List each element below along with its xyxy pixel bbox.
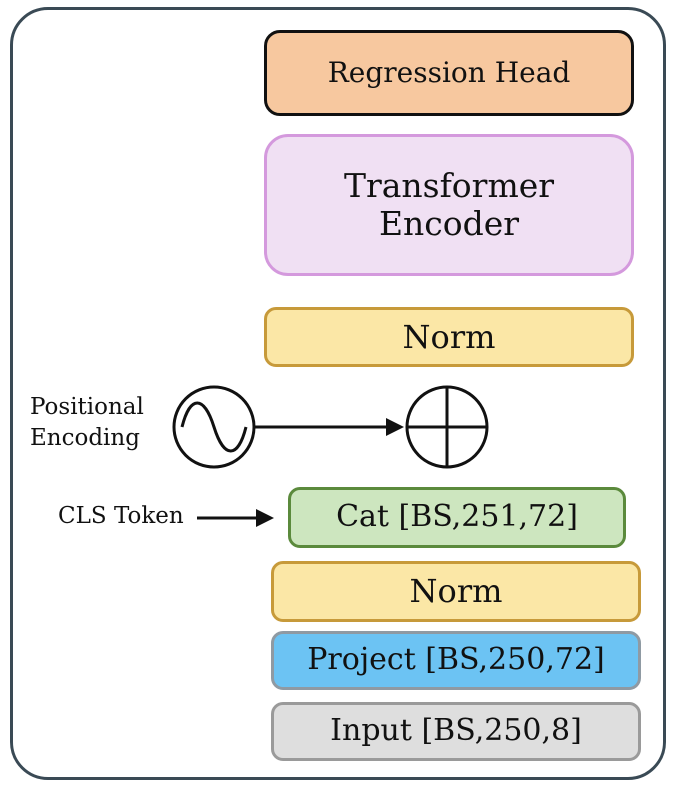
positional-encoding-label-line2: Encoding [30, 425, 140, 452]
project-label: Project [BS,250,72] [307, 642, 605, 678]
transformer-encoder-block: Transformer Encoder [264, 134, 634, 276]
cat-block: Cat [BS,251,72] [288, 487, 626, 548]
regression-head-label: Regression Head [327, 55, 571, 89]
input-block: Input [BS,250,8] [271, 702, 641, 761]
norm-bottom-label: Norm [409, 572, 503, 611]
input-label: Input [BS,250,8] [330, 713, 582, 749]
cat-label: Cat [BS,251,72] [336, 499, 578, 535]
positional-encoding-label-line1: Positional [30, 394, 144, 420]
transformer-encoder-label-line2: Encoder [378, 204, 520, 243]
norm-top-block: Norm [264, 307, 634, 367]
transformer-encoder-label-line1: Transformer [343, 166, 555, 206]
positional-encoding-label: Positional Encoding [30, 392, 144, 454]
cls-token-label: CLS Token [58, 503, 184, 529]
norm-bottom-block: Norm [271, 561, 641, 622]
norm-top-label: Norm [402, 317, 496, 356]
project-block: Project [BS,250,72] [271, 631, 641, 690]
regression-head-block: Regression Head [264, 30, 634, 116]
